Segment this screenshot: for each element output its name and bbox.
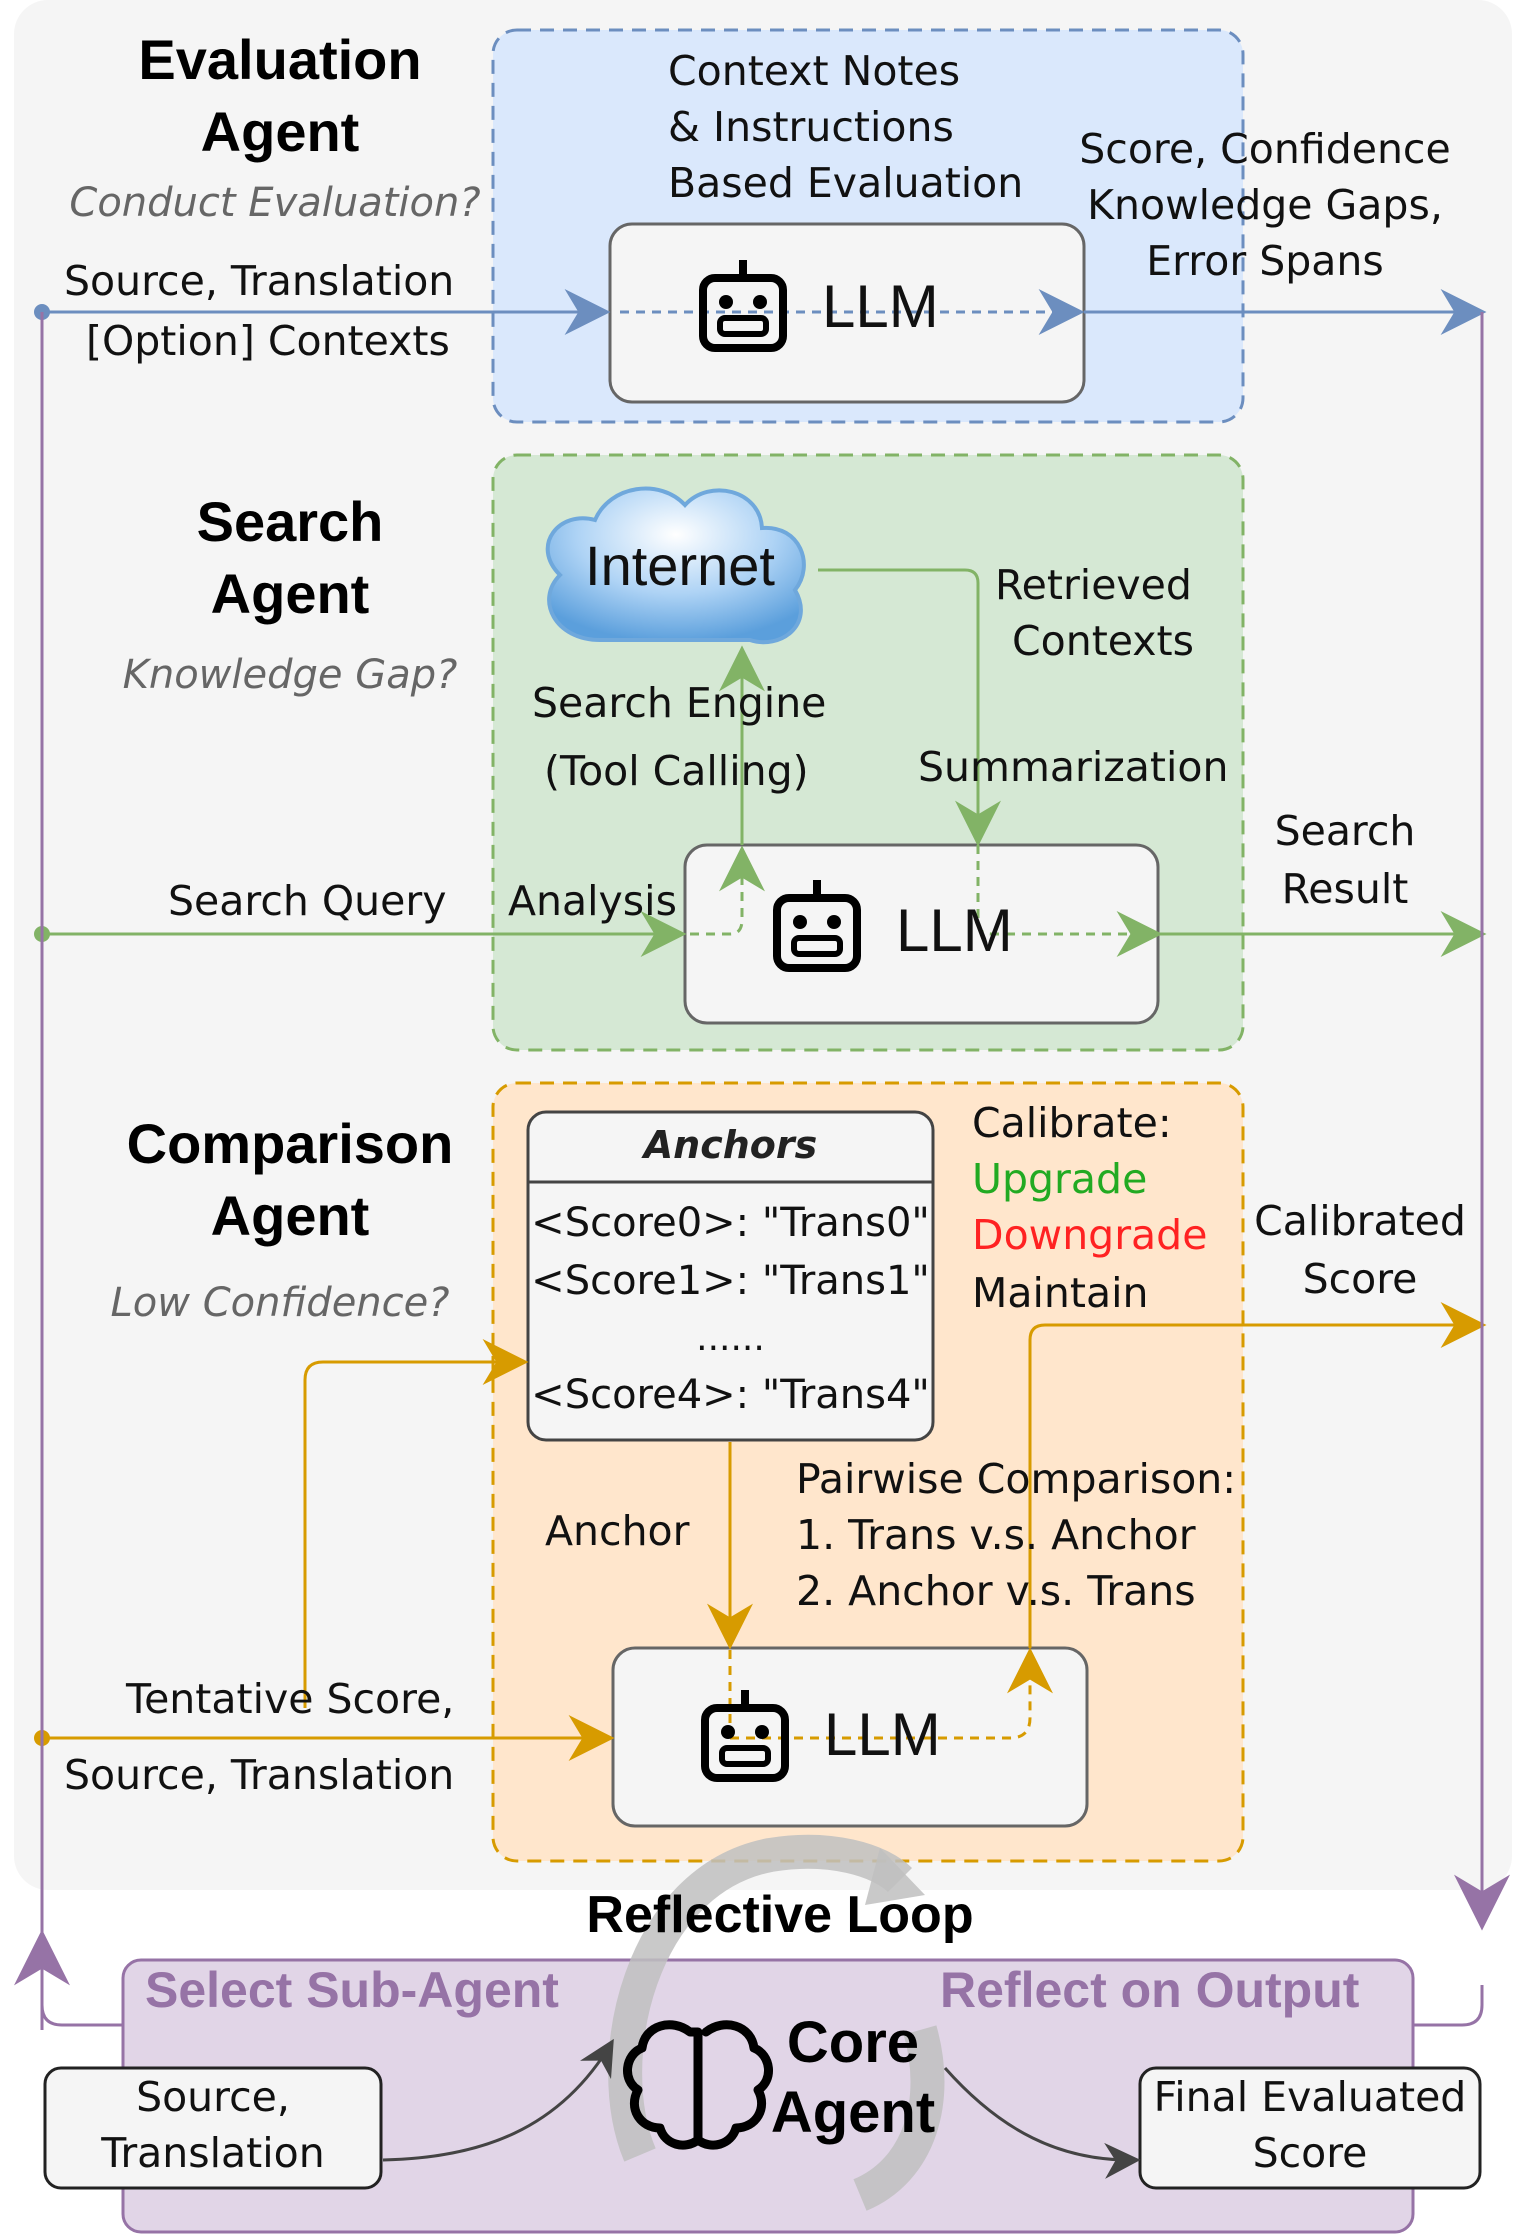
core-output-line1: Final Evaluated	[1153, 2073, 1467, 2121]
select-sub-agent-label: Select Sub-Agent	[145, 1962, 559, 2018]
retrieved-contexts-arrow	[818, 568, 1001, 847]
search-result-line1: Search	[1274, 807, 1416, 855]
comparison-question: Low Confidence?	[110, 1280, 450, 1326]
comparison-title-line2: Agent	[210, 1184, 370, 1247]
robot-icon	[773, 880, 861, 972]
calibrated-score-line1: Calibrated	[1254, 1197, 1466, 1245]
robot-icon	[699, 260, 787, 352]
search-llm-label: LLM	[896, 897, 1013, 964]
core-output-arrow	[943, 2067, 1141, 2179]
core-input-arrow	[382, 2038, 614, 2162]
analysis-dashed-path	[690, 845, 765, 936]
evaluation-input-line2: [Option] Contexts	[86, 317, 450, 365]
core-agent-name-line2: Agent	[770, 2080, 936, 2145]
comparison-title-line1: Comparison	[126, 1112, 454, 1175]
evaluation-title-line2: Agent	[200, 100, 360, 163]
downgrade-label: Downgrade	[972, 1211, 1208, 1259]
robot-icon	[701, 1690, 789, 1782]
core-input-line1: Source,	[136, 2073, 290, 2121]
retrieved-contexts-line1: Retrieved	[995, 561, 1192, 609]
core-output-box	[1138, 2066, 1482, 2190]
anchor-row: <Score4>: "Trans4"	[531, 1372, 930, 1418]
summarization-label: Summarization	[918, 743, 1229, 791]
evaluation-note-line1: Context Notes	[668, 47, 961, 95]
internet-cloud	[545, 486, 806, 645]
reflective-loop-label: Reflective Loop	[586, 1886, 974, 1944]
tentative-to-anchors-arrow	[303, 1339, 529, 1708]
comparison-llm-label: LLM	[824, 1701, 941, 1768]
search-title-line2: Agent	[210, 562, 370, 625]
evaluation-note-line2: & Instructions	[668, 103, 954, 151]
retrieved-contexts-line2: Contexts	[1012, 617, 1194, 665]
reflect-on-output-label: Reflect on Output	[940, 1962, 1360, 2018]
evaluation-output-line3: Error Spans	[1146, 237, 1384, 285]
brain-icon	[623, 2020, 773, 2150]
calibrate-label: Calibrate:	[972, 1099, 1172, 1147]
maintain-label: Maintain	[972, 1269, 1149, 1317]
evaluation-title-line1: Evaluation	[138, 28, 422, 91]
evaluation-llm-label: LLM	[822, 273, 939, 340]
search-engine-line1: Search Engine	[532, 679, 827, 727]
summarization-dashed-path	[976, 845, 1163, 957]
pairwise-dashed-path	[730, 1647, 1053, 1740]
upgrade-label: Upgrade	[972, 1155, 1148, 1203]
search-question: Knowledge Gap?	[122, 652, 458, 698]
evaluation-input-line1: Source, Translation	[64, 257, 455, 305]
anchors-table	[526, 1110, 935, 1442]
comparison-input-line1: Tentative Score,	[126, 1675, 455, 1723]
core-reflect-right-line	[1413, 312, 1484, 2027]
anchors-header: Anchors	[643, 1123, 818, 1167]
calibrated-score-line2: Score	[1302, 1255, 1418, 1303]
anchor-label: Anchor	[545, 1507, 690, 1555]
core-agent-name-line1: Core	[786, 2010, 920, 2075]
analysis-label: Analysis	[508, 877, 677, 925]
evaluation-question: Conduct Evaluation?	[69, 180, 481, 226]
anchor-row: <Score1>: "Trans1"	[531, 1258, 930, 1304]
search-query-label: Search Query	[168, 877, 447, 925]
core-output-line2: Score	[1252, 2129, 1368, 2177]
evaluation-output-line2: Knowledge Gaps,	[1087, 181, 1443, 229]
calibrated-score-arrow	[1028, 1302, 1487, 1648]
search-engine-line2: (Tool Calling)	[544, 747, 809, 795]
search-title-line1: Search	[196, 490, 384, 553]
pairwise-line3: 2. Anchor v.s. Trans	[796, 1567, 1196, 1615]
core-input-box	[43, 2066, 383, 2190]
anchor-row: ......	[696, 1318, 765, 1359]
pairwise-line2: 1. Trans v.s. Anchor	[796, 1511, 1196, 1559]
search-result-line2: Result	[1281, 865, 1409, 913]
evaluation-output-line1: Score, Confidence	[1079, 125, 1451, 173]
core-input-line2: Translation	[101, 2129, 325, 2177]
internet-label: Internet	[585, 534, 775, 597]
evaluation-note-line3: Based Evaluation	[668, 159, 1024, 207]
comparison-input-line2: Source, Translation	[64, 1751, 455, 1799]
pairwise-line1: Pairwise Comparison:	[796, 1455, 1237, 1503]
anchor-row: <Score0>: "Trans0"	[531, 1200, 930, 1246]
